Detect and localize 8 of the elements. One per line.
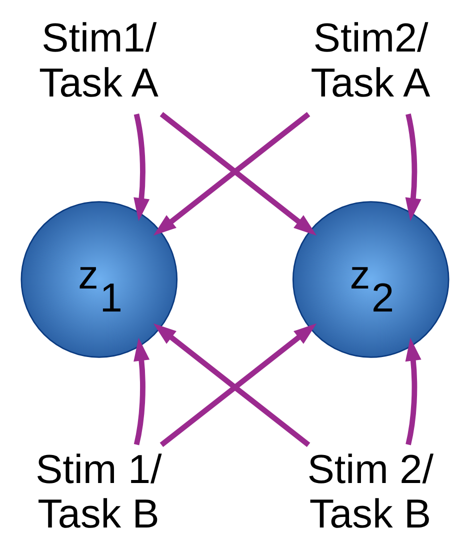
arrow <box>404 338 421 446</box>
node-text: Stim 1/ Task B <box>35 446 162 537</box>
node-text: Stim1/ Task A <box>38 14 158 106</box>
node-text: Stim 2/ Task B <box>306 446 434 537</box>
arrow <box>404 113 421 222</box>
node-text: Stim2/ Task A <box>310 14 430 106</box>
arrow <box>133 338 150 446</box>
arrow <box>133 113 150 222</box>
